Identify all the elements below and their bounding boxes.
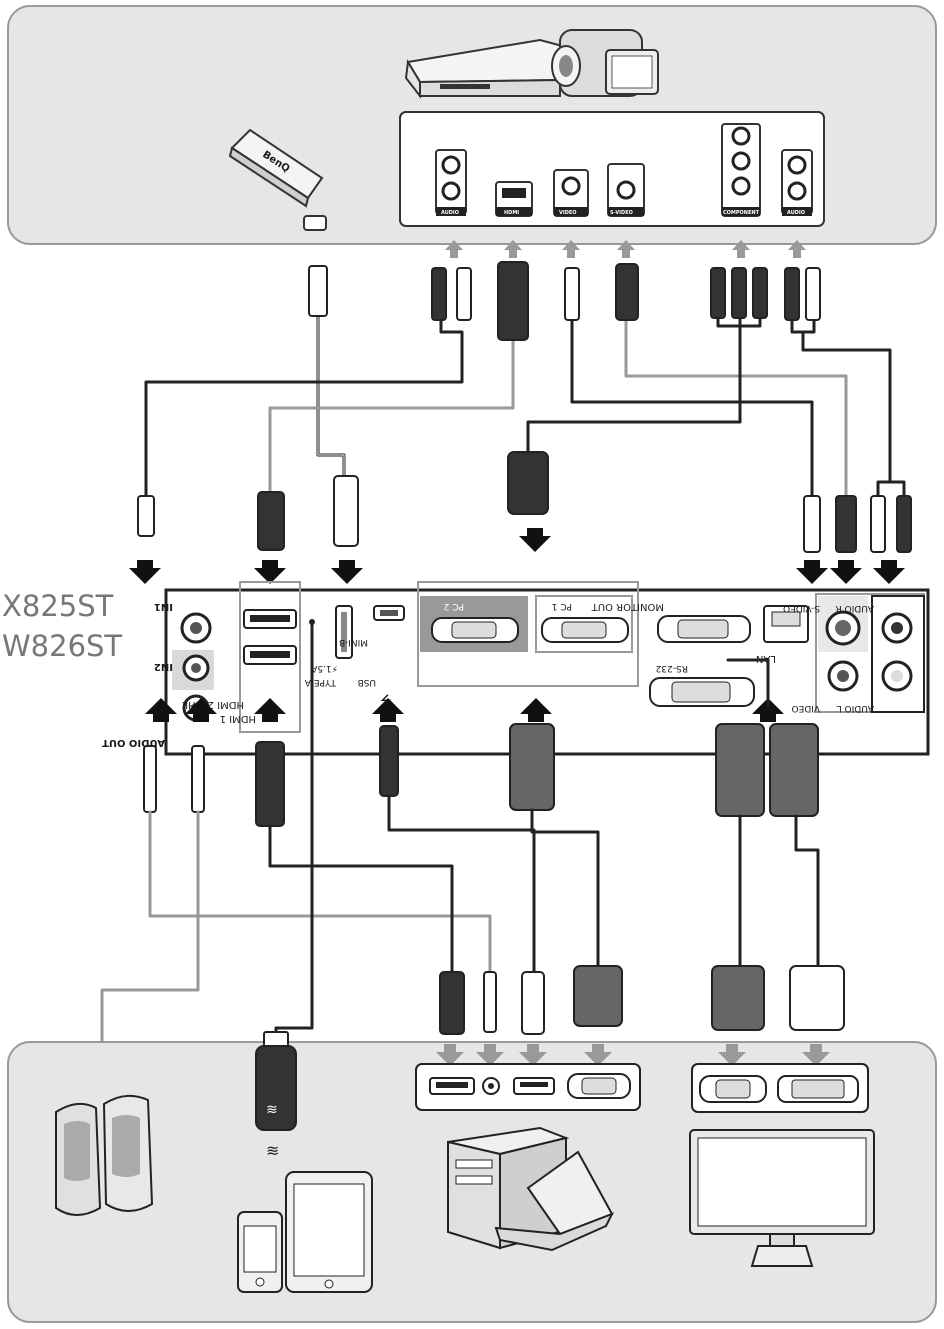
source-component-label: COMPONENT bbox=[723, 210, 760, 216]
source-arrows bbox=[445, 240, 806, 258]
arrow-icon bbox=[331, 560, 363, 584]
source-audio-jack-2: AUDIO bbox=[781, 149, 813, 216]
lan-port: LAN bbox=[756, 605, 809, 664]
monitor-out-label: MONITOR OUT bbox=[591, 601, 664, 612]
tablet-icon bbox=[285, 1171, 373, 1293]
rs232-port: RS-232 bbox=[649, 663, 755, 707]
audio-l-label: AUDIO L bbox=[837, 703, 874, 713]
source-svideo-jack: S-VIDEO bbox=[607, 163, 645, 217]
arrow-icon bbox=[788, 240, 806, 258]
device-plugs bbox=[439, 965, 845, 1035]
arrow-icon bbox=[519, 528, 551, 552]
source-video-jack: VIDEO bbox=[553, 169, 589, 217]
source-audio-label-2: AUDIO bbox=[787, 210, 805, 216]
device-arrows bbox=[436, 1044, 830, 1066]
arrow-icon bbox=[445, 240, 463, 258]
mhl-dongle-icon: ≋ ≋ bbox=[255, 1031, 297, 1160]
arrow-icon bbox=[732, 240, 750, 258]
arrow-icon bbox=[254, 698, 286, 722]
projector-top-plugs bbox=[137, 451, 912, 553]
model-label-1: X825ST bbox=[2, 589, 114, 623]
wifi-icon: ≋ bbox=[266, 1102, 278, 1118]
audio-in1-label: IN1 bbox=[154, 601, 173, 612]
arrow-icon bbox=[476, 1044, 504, 1066]
arrow-icon bbox=[436, 1044, 464, 1066]
benq-dongle-icon: BenQ bbox=[228, 128, 324, 208]
arrow-icon bbox=[584, 1044, 612, 1066]
s-video-label: S-VIDEO bbox=[783, 603, 820, 613]
wifi-icon: ≋ bbox=[266, 1141, 279, 1160]
arrow-icon bbox=[254, 560, 286, 584]
hdmi2-label: HDMI 2/MHL bbox=[182, 699, 244, 710]
pc1-port: PC 1 bbox=[535, 595, 633, 653]
arrow-icon bbox=[830, 560, 862, 584]
monitor-ports bbox=[691, 1063, 869, 1113]
arrow-icon bbox=[519, 1044, 547, 1066]
usb-section: ⚡1.5A TYPE-A USB MINI-B ⭍ bbox=[304, 605, 405, 710]
arrow-icon bbox=[129, 560, 161, 584]
video-label: VIDEO bbox=[791, 703, 820, 713]
av-section: S-VIDEO VIDEO AUDIO R AUDIO L bbox=[783, 593, 925, 713]
audio-out-label: AUDIO OUT bbox=[102, 737, 165, 748]
arrow-icon bbox=[185, 698, 217, 722]
hdmi1-label: HDMI 1 bbox=[220, 713, 256, 724]
monitor-icon bbox=[689, 1129, 875, 1267]
audio-section: IN1 IN2 AUDIO OUT bbox=[102, 600, 214, 748]
audio-in2-label: IN2 bbox=[154, 661, 173, 672]
arrow-icon bbox=[145, 698, 177, 722]
pc2-label: PC 2 bbox=[444, 601, 464, 611]
rs232-label: RS-232 bbox=[656, 663, 688, 673]
micro-usb-port bbox=[303, 215, 327, 231]
source-video-label: VIDEO bbox=[559, 210, 577, 216]
mini-b-label: MINI-B bbox=[339, 637, 368, 647]
hdmi-section: HDMI 2/MHL HDMI 1 bbox=[182, 581, 315, 733]
arrow-icon bbox=[796, 560, 828, 584]
arrow-icon bbox=[520, 698, 552, 722]
arrow-icon bbox=[802, 1044, 830, 1066]
source-audio-jack-1: AUDIO bbox=[435, 149, 467, 216]
projector-up-arrows bbox=[145, 698, 784, 722]
arrow-icon bbox=[504, 240, 522, 258]
usb-type-a-label: TYPE-A bbox=[304, 677, 337, 687]
computer-ports bbox=[415, 1063, 641, 1111]
source-hdmi-label: HDMI bbox=[504, 210, 519, 216]
phone-icon bbox=[237, 1211, 283, 1293]
arrow-icon bbox=[617, 240, 635, 258]
usb-power-label: ⚡1.5A bbox=[310, 663, 338, 673]
vga-group bbox=[417, 581, 639, 687]
source-svideo-label: S-VIDEO bbox=[610, 210, 633, 216]
source-component-jack: COMPONENT bbox=[721, 123, 761, 217]
projector-down-arrows bbox=[129, 528, 905, 584]
source-hdmi-jack: HDMI bbox=[495, 181, 533, 217]
usb-label: USB bbox=[358, 677, 376, 687]
source-plugs bbox=[308, 261, 821, 341]
bottom-cables bbox=[100, 620, 820, 1120]
monitor-out-port: MONITOR OUT bbox=[591, 601, 751, 643]
source-audio-label-1: AUDIO bbox=[441, 210, 459, 216]
model-label-2: W826ST bbox=[2, 629, 122, 663]
audio-r-label: AUDIO R bbox=[835, 603, 874, 613]
pc1-label: PC 1 bbox=[552, 601, 572, 611]
camcorder-icon bbox=[551, 29, 659, 97]
projector-bottom-plugs bbox=[143, 723, 819, 827]
computer-icon bbox=[447, 1126, 615, 1252]
arrow-icon bbox=[718, 1044, 746, 1066]
arrow-icon bbox=[372, 698, 404, 722]
arrow-icon bbox=[562, 240, 580, 258]
speaker-icon bbox=[55, 1094, 154, 1216]
source-cables bbox=[144, 314, 906, 498]
arrow-icon bbox=[873, 560, 905, 584]
arrow-icon bbox=[752, 698, 784, 722]
pc2-port: PC 2 bbox=[420, 596, 528, 652]
